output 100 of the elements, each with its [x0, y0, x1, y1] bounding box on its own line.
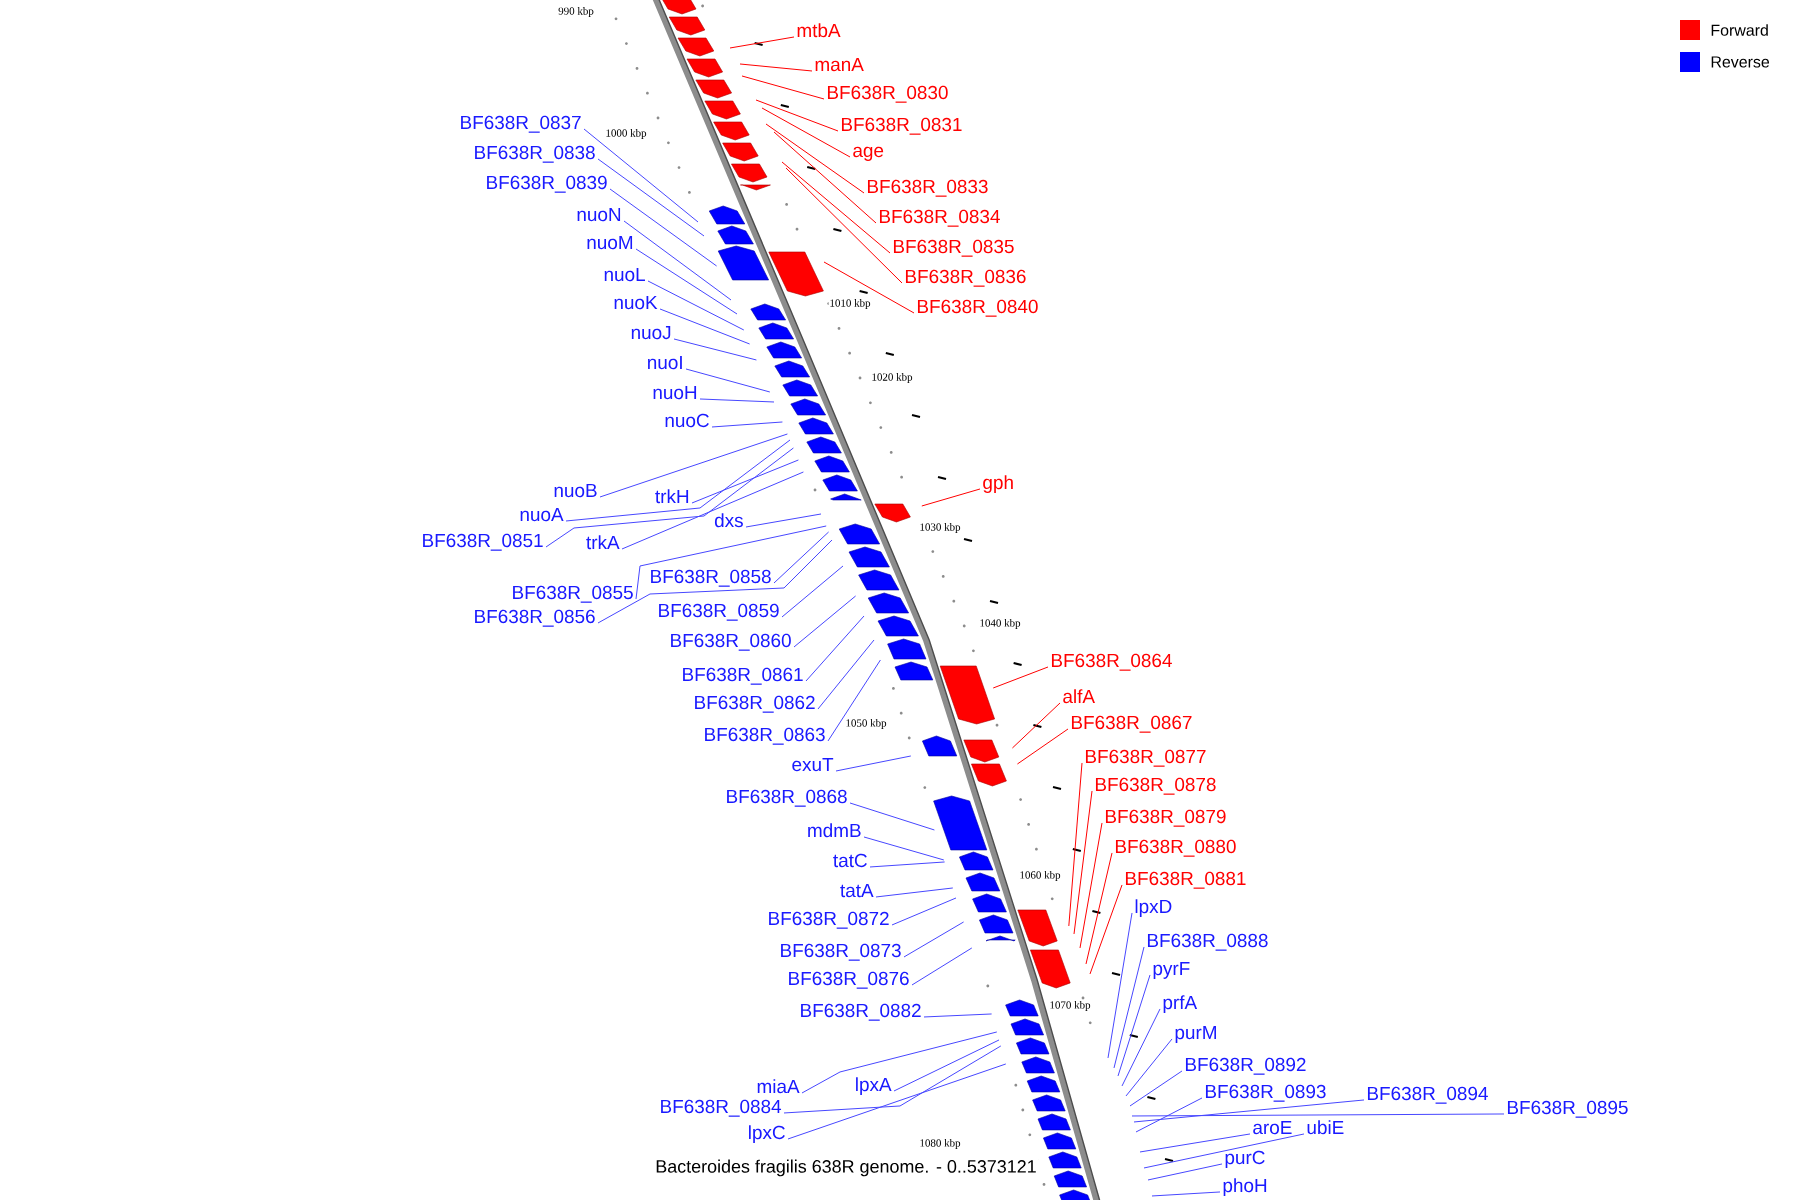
- gene-label: BF638R_0835: [893, 239, 1014, 257]
- leader-line: [801, 1031, 998, 1094]
- gene-label: purC: [1225, 1150, 1265, 1168]
- gene-label: manA: [815, 57, 864, 72]
- gene-label: BF638R_0856: [475, 609, 595, 627]
- gene-label: nuoA: [520, 507, 564, 522]
- leader-line: [923, 1013, 993, 1018]
- leader-line: [783, 1045, 1002, 1114]
- leader-line: [1089, 884, 1123, 975]
- leader-line: [691, 459, 799, 504]
- gene-label: tatA: [840, 883, 874, 898]
- leader-line: [817, 639, 875, 710]
- leader-line: [741, 75, 825, 100]
- gene-label: BF638R_0851: [423, 533, 543, 551]
- gene-label: miaA: [757, 1079, 800, 1094]
- gene-label: phoH: [1223, 1178, 1267, 1196]
- gene-label: mdmB: [808, 823, 861, 838]
- leader-line: [781, 161, 891, 254]
- leader-line: [755, 99, 839, 132]
- leader-line: [761, 107, 851, 158]
- leader-line: [875, 887, 954, 898]
- leader-line: [623, 220, 732, 301]
- gene-label: trkH: [655, 489, 689, 504]
- leader-line: [1125, 1038, 1173, 1097]
- leader-line: [1143, 1133, 1305, 1169]
- gene-label: BF638R_0882: [801, 1003, 921, 1021]
- caption: Bacteroides fragilis 638R genome. - 0..5373121: [653, 1157, 1039, 1179]
- leader-line: [1113, 946, 1145, 1069]
- gene-label: nuoL: [604, 267, 645, 282]
- gene-label: BF638R_0840: [917, 299, 1038, 317]
- gene-label: BF638R_0839: [487, 175, 607, 193]
- leader-line: [793, 595, 857, 648]
- leader-line: [992, 666, 1049, 689]
- gene-label: lpxC: [749, 1125, 785, 1143]
- leader-line: [597, 158, 705, 237]
- gene-label: nuoH: [653, 385, 697, 400]
- leader-line: [685, 368, 771, 393]
- gene-label: aroE: [1253, 1120, 1292, 1135]
- leader-line: [583, 128, 699, 223]
- gene-label: BF638R_0863: [705, 727, 825, 745]
- leader-line: [773, 131, 877, 224]
- leader-line: [849, 802, 935, 831]
- gene-label: nuoJ: [631, 325, 671, 340]
- gene-label: BF638R_0836: [905, 269, 1026, 287]
- gene-label: purM: [1175, 1025, 1216, 1043]
- leader-line: [1011, 702, 1061, 749]
- gene-label: dxs: [714, 513, 743, 528]
- gene-label: nuoC: [665, 413, 709, 428]
- leader-line: [739, 63, 813, 72]
- leader-line: [1085, 852, 1113, 965]
- gene-label: BF638R_0855: [513, 585, 633, 603]
- gene-label: nuoM: [587, 235, 633, 250]
- leader-line: [659, 308, 751, 345]
- leader-line: [711, 421, 783, 428]
- leader-line: [903, 921, 965, 958]
- gene-label: nuoB: [554, 483, 597, 498]
- gene-label: lpxD: [1135, 899, 1172, 917]
- gene-label: BF638R_0892: [1185, 1057, 1306, 1075]
- leader-line: [599, 433, 788, 498]
- gene-label: BF638R_0872: [769, 911, 889, 929]
- leader-line: [1107, 912, 1133, 1059]
- leader-line: [1121, 1008, 1161, 1087]
- gene-label: age: [853, 146, 884, 161]
- leader-line: [781, 565, 844, 618]
- leader-line: [673, 338, 757, 361]
- leader-line: [1079, 822, 1103, 949]
- gene-label: prfA: [1163, 995, 1198, 1013]
- leader-line: [635, 248, 738, 315]
- gene-label: BF638R_0837: [461, 115, 581, 133]
- leader-line: [787, 1063, 1007, 1140]
- gene-label: BF638R_0867: [1071, 715, 1192, 733]
- leader-line: [647, 280, 745, 331]
- leader-line: [565, 439, 791, 522]
- gene-label: nuoI: [648, 355, 682, 370]
- gene-label: nuoK: [614, 295, 658, 310]
- leader-line: [1131, 1113, 1505, 1117]
- gene-label: tatC: [833, 853, 867, 868]
- gene-label: BF638R_0838: [475, 145, 595, 163]
- leader-line: [1129, 1070, 1183, 1107]
- gene-label: BF638R_0888: [1147, 933, 1268, 951]
- gene-label: BF638R_0880: [1115, 839, 1236, 857]
- gene-label: BF638R_0833: [867, 179, 988, 197]
- leader-line: [635, 525, 827, 600]
- gene-label: exuT: [792, 757, 834, 772]
- leader-line: [893, 1039, 1000, 1092]
- leader-line: [911, 947, 973, 986]
- gene-label: BF638R_0881: [1125, 871, 1246, 889]
- gene-label: nuoN: [577, 207, 621, 222]
- gene-label: BF638R_0873: [781, 943, 901, 961]
- leader-line: [1016, 728, 1069, 765]
- leader-line: [805, 615, 865, 682]
- gene-label: pyrF: [1153, 961, 1190, 979]
- gene-label: BF638R_0831: [841, 117, 962, 135]
- leader-line: [1147, 1163, 1223, 1181]
- gene-label: BF638R_0859: [659, 603, 779, 621]
- leader-line: [785, 167, 903, 284]
- leader-line: [823, 261, 915, 314]
- leader-line: [621, 471, 804, 550]
- gene-label: BF638R_0868: [727, 789, 847, 807]
- leader-line: [1133, 1099, 1365, 1123]
